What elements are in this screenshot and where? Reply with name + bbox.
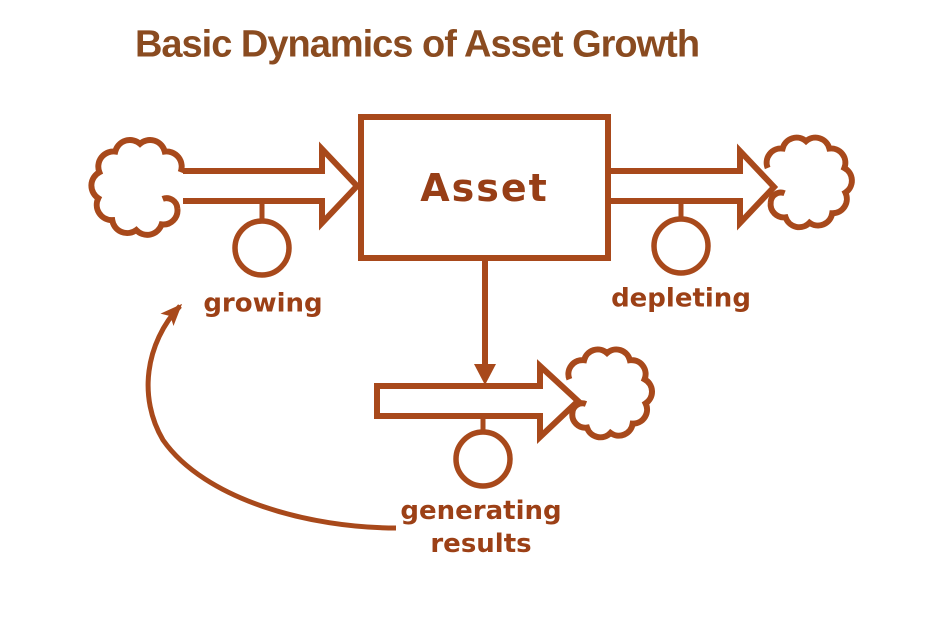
outflow-pipe-arrow — [611, 143, 779, 231]
diagram-title: Basic Dynamics of Asset Growth — [134, 23, 700, 66]
feedback-loop-arrow — [145, 303, 397, 531]
results-valve-icon — [453, 429, 513, 489]
sink-cloud-depleting-icon — [767, 138, 852, 228]
results-pipe-arrow — [374, 359, 583, 444]
sink-cloud-results-icon — [568, 349, 652, 437]
inflow-rate-label: growing — [203, 288, 323, 319]
asset-stock-label: Asset — [420, 165, 549, 210]
results-rate-label: generating results — [400, 496, 562, 559]
asset-stock-box: Asset — [358, 114, 611, 261]
connector-arrowhead-icon — [474, 364, 496, 385]
inflow-pipe-arrow — [183, 141, 362, 231]
outflow-valve-icon — [651, 216, 711, 276]
outflow-rate-label: depleting — [611, 283, 751, 314]
inflow-valve-icon — [232, 218, 292, 278]
source-cloud-icon — [91, 140, 181, 235]
